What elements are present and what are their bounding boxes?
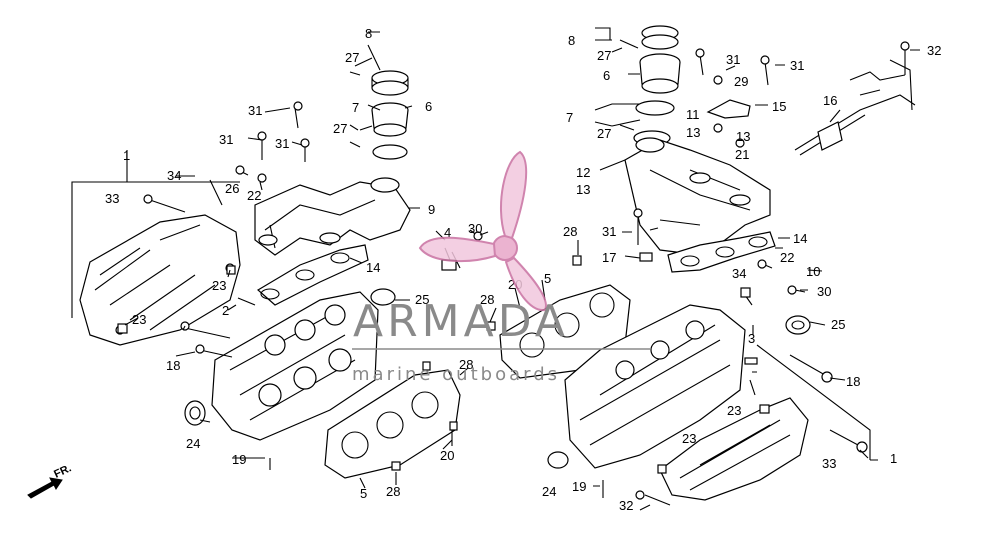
callout-23: 23 — [727, 403, 741, 418]
callout-22: 22 — [780, 250, 794, 265]
fuel-rail-16 — [794, 59, 916, 156]
oil-seal-24-left — [184, 400, 206, 426]
gasket-14-right — [667, 231, 776, 273]
callout-34: 34 — [732, 266, 746, 281]
front-label: FR. — [52, 462, 73, 480]
callout-2: 2 — [222, 303, 229, 318]
callout-9: 9 — [428, 202, 435, 217]
callout-14: 14 — [793, 231, 807, 246]
oil-seal-25-left — [370, 288, 396, 306]
brand-wordmark: ARMADA — [353, 296, 569, 347]
callout-7: 7 — [566, 110, 573, 125]
callout-19: 19 — [572, 479, 586, 494]
oil-seal-25-right — [785, 315, 811, 335]
callout-16: 16 — [823, 93, 837, 108]
cylinder-head-left — [211, 291, 379, 441]
callout-14: 14 — [366, 260, 380, 275]
callout-31: 31 — [602, 224, 616, 239]
callout-23: 23 — [212, 278, 226, 293]
callout-31: 31 — [275, 136, 289, 151]
callout-11: 11 — [686, 107, 700, 122]
callout-25: 25 — [415, 292, 429, 307]
fasteners-left — [117, 71, 582, 471]
callout-1: 1 — [123, 148, 130, 163]
callout-6: 6 — [603, 68, 610, 83]
callout-27: 27 — [597, 126, 611, 141]
callout-32: 32 — [619, 498, 633, 513]
callout-8: 8 — [365, 26, 372, 41]
front-direction-arrow: FR. — [27, 462, 73, 499]
callout-30: 30 — [468, 221, 482, 236]
callout-5: 5 — [360, 486, 367, 501]
propeller-blade-icon — [499, 150, 528, 240]
bracket-15 — [706, 99, 751, 119]
callout-27: 27 — [333, 121, 347, 136]
callout-23: 23 — [132, 312, 146, 327]
valve-cover-left — [71, 150, 241, 346]
callout-23: 23 — [682, 431, 696, 446]
callout-33: 33 — [105, 191, 119, 206]
callout-19: 19 — [232, 452, 246, 467]
callout-31: 31 — [726, 52, 740, 67]
callout-29: 29 — [734, 74, 748, 89]
callout-31: 31 — [790, 58, 804, 73]
callout-13: 13 — [576, 182, 590, 197]
armada-logo — [418, 150, 547, 312]
callout-bracket-1-right — [756, 344, 878, 461]
gasket-14-left — [256, 244, 369, 306]
callout-18: 18 — [166, 358, 180, 373]
intake-manifold-left — [254, 177, 411, 256]
callout-labels: 1 2 3 4 5 5 5 6 6 7 7 8 8 9 10 11 12 13 … — [105, 26, 941, 513]
propeller-hub-icon — [492, 235, 518, 261]
callout-28: 28 — [563, 224, 577, 239]
callout-17: 17 — [602, 250, 616, 265]
boot-stack-right — [633, 25, 681, 146]
callout-27: 27 — [345, 50, 359, 65]
callout-10: 10 — [806, 264, 820, 279]
oil-seal-24-right — [547, 451, 569, 469]
callout-1: 1 — [890, 451, 897, 466]
callout-27: 27 — [597, 48, 611, 63]
callout-31: 31 — [219, 132, 233, 147]
callout-24: 24 — [186, 436, 200, 451]
callout-21: 21 — [735, 147, 749, 162]
callout-33: 33 — [822, 456, 836, 471]
valve-cover-right — [659, 397, 809, 501]
callout-13: 13 — [736, 129, 750, 144]
callout-15: 15 — [772, 99, 786, 114]
cylinder-head-right — [564, 304, 746, 469]
callout-22: 22 — [247, 188, 261, 203]
callout-31: 31 — [248, 103, 262, 118]
callout-34: 34 — [167, 168, 181, 183]
callout-28: 28 — [480, 292, 494, 307]
callout-12: 12 — [576, 165, 590, 180]
intake-manifold-right — [624, 137, 771, 256]
fasteners-right — [602, 39, 910, 506]
callout-28: 28 — [459, 357, 473, 372]
callout-5: 5 — [544, 271, 551, 286]
callout-25: 25 — [831, 317, 845, 332]
callout-20: 20 — [440, 448, 454, 463]
brand-tagline: marine outboards — [352, 364, 560, 385]
callout-26: 26 — [225, 181, 239, 196]
callout-13: 13 — [686, 125, 700, 140]
leader-lines — [124, 27, 920, 511]
callout-28: 28 — [386, 484, 400, 499]
callout-30: 30 — [817, 284, 831, 299]
boot-stack-left — [371, 70, 409, 160]
callout-6: 6 — [425, 99, 432, 114]
callout-32: 32 — [927, 43, 941, 58]
callout-24: 24 — [542, 484, 556, 499]
callout-4: 4 — [444, 225, 451, 240]
callout-8: 8 — [568, 33, 575, 48]
callout-7: 7 — [352, 100, 359, 115]
callout-18: 18 — [846, 374, 860, 389]
callout-3: 3 — [748, 331, 755, 346]
